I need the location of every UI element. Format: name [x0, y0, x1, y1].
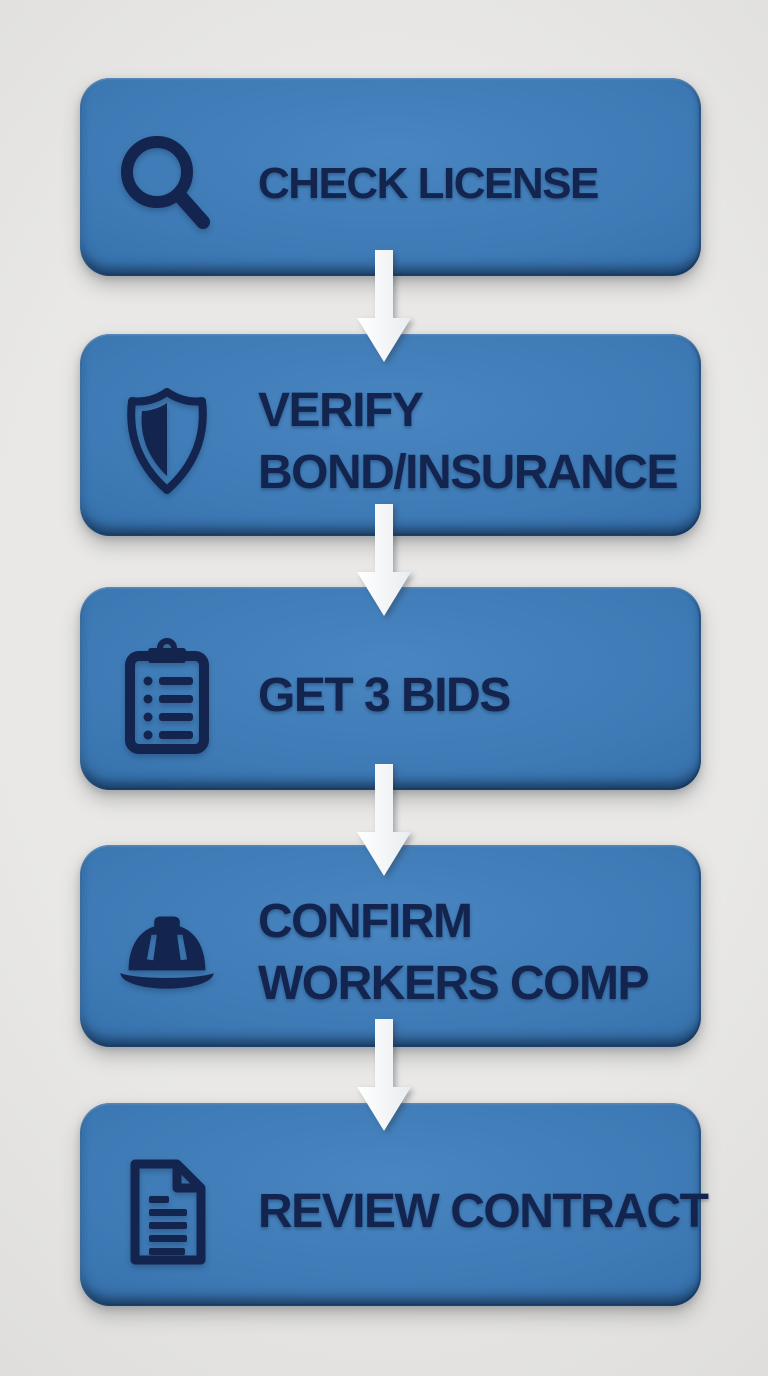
step-label: VERIFY BOND/INSURANCE [258, 380, 679, 504]
step-label: REVIEW CONTRACT [258, 1181, 709, 1243]
step-box-confirm-workers-comp: CONFIRM WORKERS COMP [80, 845, 701, 1047]
step-label-line: CHECK LICENSE [258, 159, 599, 208]
step-label: CHECK LICENSE [258, 153, 599, 215]
step-label-line: BOND/INSURANCE [258, 446, 679, 499]
hard-hat-icon [114, 893, 220, 1013]
step-label: CONFIRM WORKERS COMP [258, 891, 650, 1015]
step-label-line: CONFIRM [258, 895, 473, 948]
down-arrow-icon [356, 504, 412, 616]
down-arrow-icon [356, 1019, 412, 1131]
step-box-check-license: CHECK LICENSE [80, 78, 701, 276]
shield-icon [114, 382, 220, 502]
step-box-review-contract: REVIEW CONTRACT [80, 1103, 709, 1306]
down-arrow-icon [356, 250, 412, 362]
clipboard-checklist-icon [114, 636, 220, 756]
step-label-line: REVIEW CONTRACT [258, 1184, 709, 1238]
step-box-get-3-bids: GET 3 BIDS [80, 587, 701, 790]
search-icon [114, 124, 220, 244]
step-label-line: WORKERS COMP [258, 957, 650, 1010]
step-label-line: GET 3 BIDS [258, 668, 511, 722]
document-icon [114, 1152, 220, 1272]
step-label: GET 3 BIDS [258, 665, 511, 727]
step-label-line: VERIFY [258, 384, 424, 437]
step-box-verify-bond-insurance: VERIFY BOND/INSURANCE [80, 334, 701, 536]
down-arrow-icon [356, 764, 412, 876]
